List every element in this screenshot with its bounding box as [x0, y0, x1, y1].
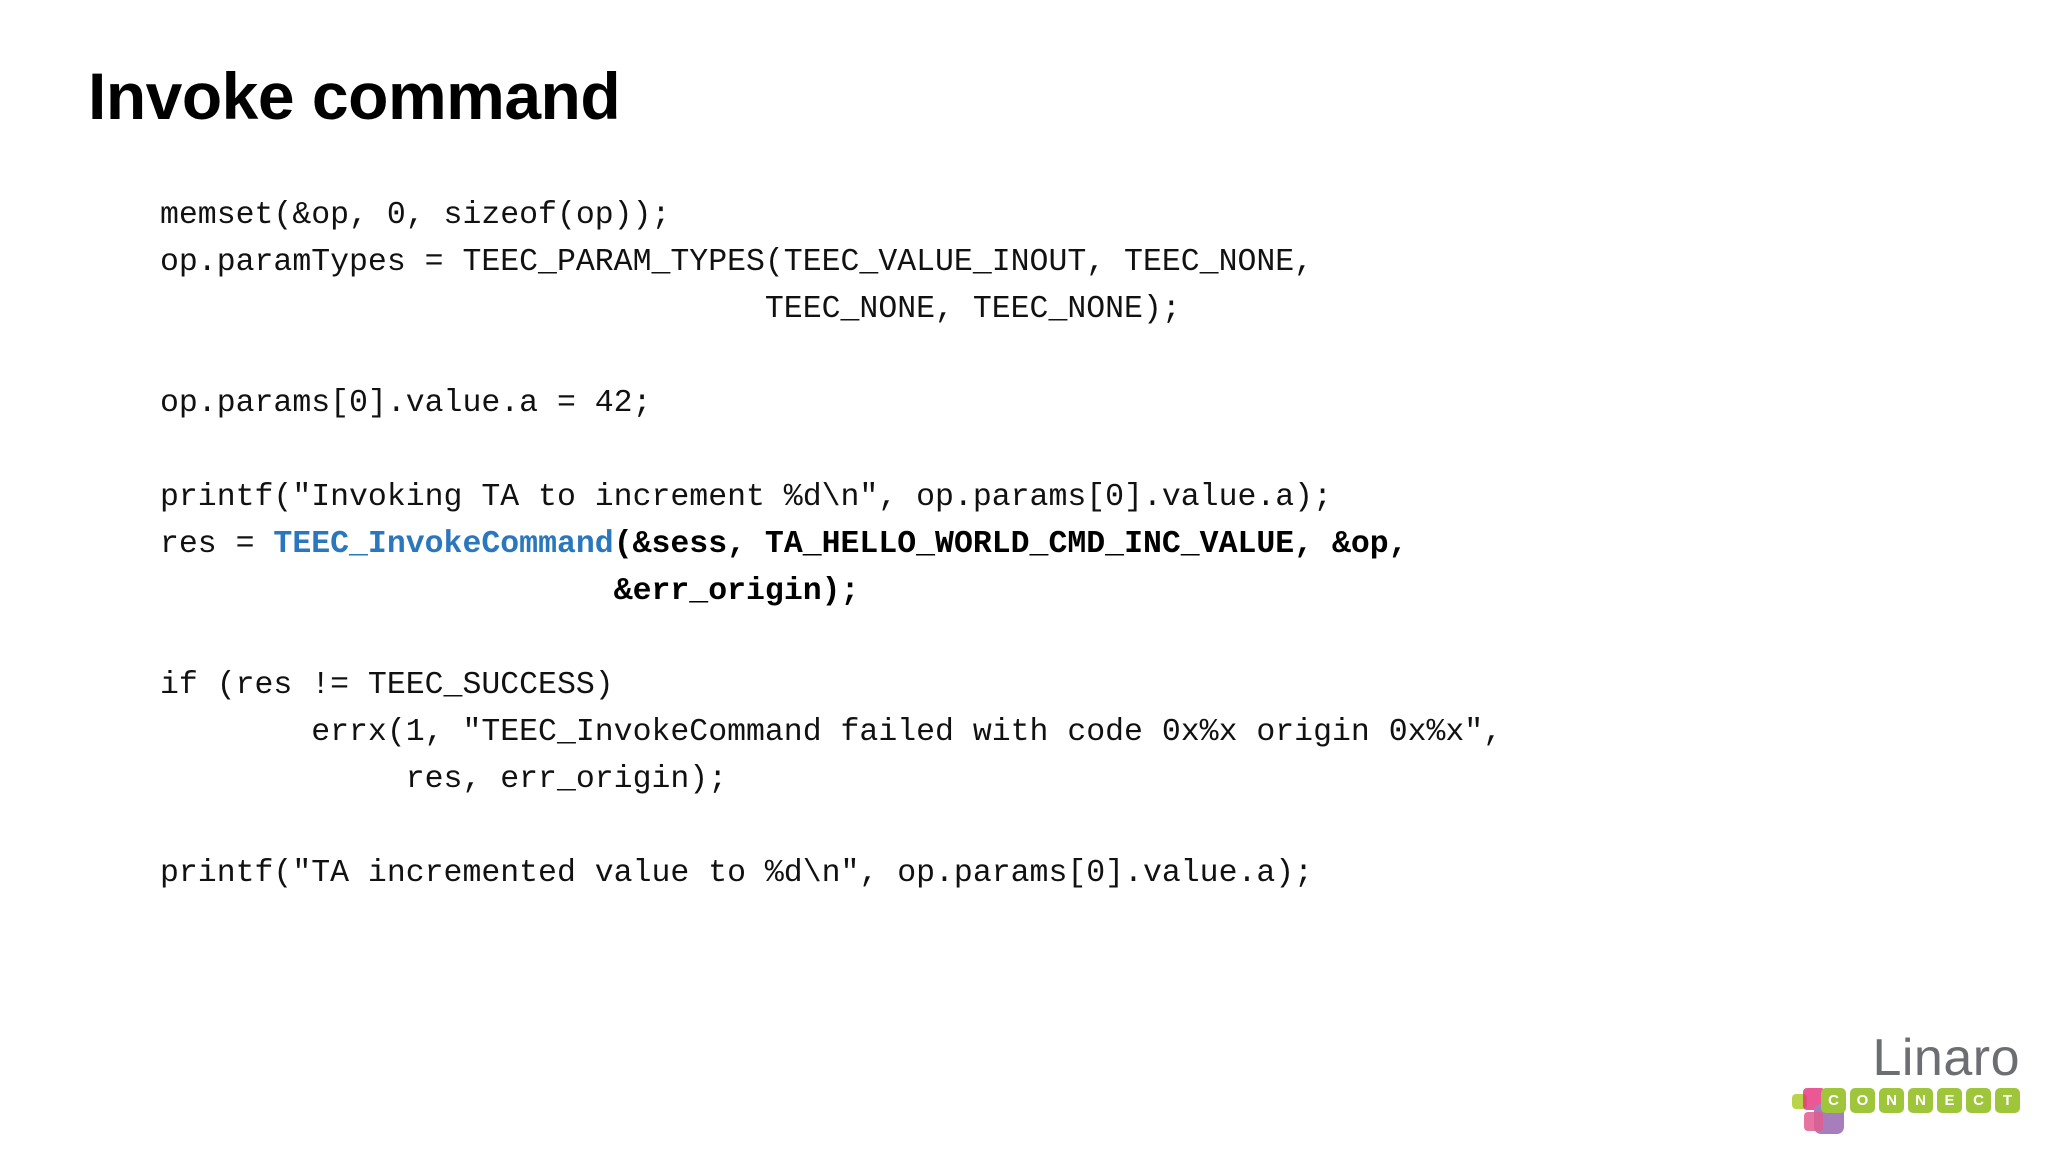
line-value-a: op.params[0].value.a = 42;	[160, 380, 1502, 427]
logo-mark-rose-square	[1804, 1112, 1823, 1131]
code-token: memset(&op, 0, sizeof(op));	[160, 198, 671, 233]
logo-decorative-marks	[1792, 1082, 1864, 1134]
line-errx: errx(1, "TEEC_InvokeCommand failed with …	[160, 709, 1502, 756]
line-memset: memset(&op, 0, sizeof(op));	[160, 192, 1502, 239]
logo-connect-letter-7: T	[1995, 1088, 2020, 1113]
line-printf-incremented: printf("TA incremented value to %d\n", o…	[160, 850, 1502, 897]
code-token: op.paramTypes = TEEC_PARAM_TYPES(TEEC_VA…	[160, 245, 1314, 280]
logo-connect-letter-4: N	[1908, 1088, 1933, 1113]
line-if-success: if (res != TEEC_SUCCESS)	[160, 662, 1502, 709]
line-invokecommand-cont: &err_origin);	[160, 568, 1502, 615]
code-token	[160, 574, 614, 609]
line-blank-2	[160, 427, 1502, 474]
line-invokecommand: res = TEEC_InvokeCommand(&sess, TA_HELLO…	[160, 521, 1502, 568]
line-blank-3	[160, 615, 1502, 662]
code-token: op.params[0].value.a = 42;	[160, 386, 652, 421]
code-token: (&sess, TA_HELLO_WORLD_CMD_INC_VALUE, &o…	[613, 527, 1408, 562]
logo-connect-letter-3: N	[1879, 1088, 1904, 1113]
logo-connect-letter-6: C	[1966, 1088, 1991, 1113]
line-paramtypes-cont: TEEC_NONE, TEEC_NONE);	[160, 286, 1502, 333]
code-token: res, err_origin);	[160, 762, 728, 797]
logo-connect-letter-1: C	[1821, 1088, 1846, 1113]
line-printf-invoking: printf("Invoking TA to increment %d\n", …	[160, 474, 1502, 521]
line-blank-1	[160, 333, 1502, 380]
code-token: TEEC_NONE, TEEC_NONE);	[160, 292, 1181, 327]
code-token: printf("Invoking TA to increment %d\n", …	[160, 480, 1332, 515]
code-token: TEEC_InvokeCommand	[273, 527, 614, 562]
code-token: errx(1, "TEEC_InvokeCommand failed with …	[160, 715, 1503, 750]
code-token: &err_origin);	[613, 574, 860, 609]
page-title: Invoke command	[88, 59, 621, 133]
line-errx-cont: res, err_origin);	[160, 756, 1502, 803]
logo-connect-letter-2: O	[1850, 1088, 1875, 1113]
code-token: if (res != TEEC_SUCCESS)	[160, 668, 614, 703]
line-blank-4	[160, 803, 1502, 850]
code-token: res =	[160, 527, 274, 562]
line-paramtypes: op.paramTypes = TEEC_PARAM_TYPES(TEEC_VA…	[160, 239, 1502, 286]
logo-wordmark: Linaro	[1872, 1029, 2020, 1087]
code-block: memset(&op, 0, sizeof(op)); op.paramTypes…	[160, 192, 1502, 897]
code-token: printf("TA incremented value to %d\n", o…	[160, 856, 1314, 891]
logo-connect-letter-5: E	[1937, 1088, 1962, 1113]
